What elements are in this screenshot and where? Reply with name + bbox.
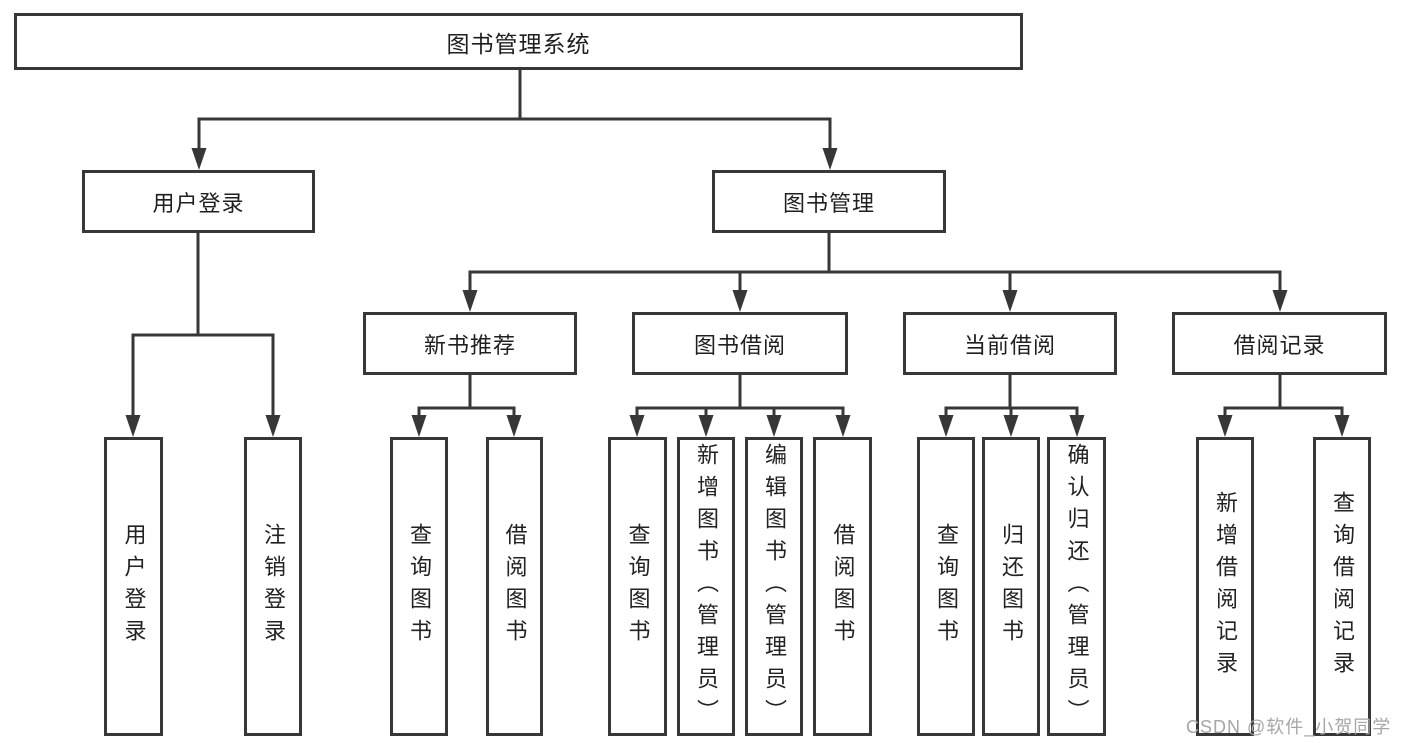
node-label: 图书管理 xyxy=(782,190,875,216)
leaf-label: 查询借阅记录 xyxy=(1330,490,1355,683)
node-label: 当前借阅 xyxy=(963,332,1056,358)
node-label: 图书管理系统 xyxy=(446,30,591,57)
leaf-query-books: 查询图书 xyxy=(608,437,667,736)
leaf-query-books: 查询图书 xyxy=(917,437,975,736)
leaf-label: 查询图书 xyxy=(625,522,651,651)
leaf-label: 确认归还（管理员） xyxy=(1064,442,1090,731)
leaf-label: 新增借阅记录 xyxy=(1213,490,1238,683)
leaf-label: 借阅图书 xyxy=(502,522,528,651)
node-library-management-system: 图书管理系统 xyxy=(14,13,1023,70)
leaf-label: 编辑图书（管理员） xyxy=(762,442,787,731)
node-current-borrow: 当前借阅 xyxy=(903,312,1117,375)
node-label: 用户登录 xyxy=(152,190,245,216)
leaf-add-borrow-record: 新增借阅记录 xyxy=(1196,437,1254,736)
leaf-label: 用户登录 xyxy=(121,522,147,651)
leaf-label: 注销登录 xyxy=(261,522,286,651)
node-new-book-recommend: 新书推荐 xyxy=(363,312,577,375)
leaf-edit-books-admin: 编辑图书（管理员） xyxy=(745,437,803,736)
leaf-label: 归还图书 xyxy=(999,522,1024,651)
leaf-add-books-admin: 新增图书（管理员） xyxy=(677,437,735,736)
leaf-borrow-books: 借阅图书 xyxy=(813,437,872,736)
node-user-login: 用户登录 xyxy=(82,170,315,233)
leaf-label: 查询图书 xyxy=(934,522,959,651)
leaf-logout: 注销登录 xyxy=(244,437,302,736)
leaf-borrow-books: 借阅图书 xyxy=(486,437,543,736)
node-label: 借阅记录 xyxy=(1233,332,1326,358)
node-book-borrow: 图书借阅 xyxy=(632,312,848,375)
leaf-label: 查询图书 xyxy=(407,522,432,651)
leaf-label: 新增图书（管理员） xyxy=(694,442,719,731)
node-book-management: 图书管理 xyxy=(712,170,946,233)
leaf-query-books: 查询图书 xyxy=(390,437,448,736)
leaf-confirm-return-admin: 确认归还（管理员） xyxy=(1047,437,1106,736)
leaf-user-login: 用户登录 xyxy=(104,437,163,736)
leaf-return-books: 归还图书 xyxy=(982,437,1040,736)
node-borrow-records: 借阅记录 xyxy=(1172,312,1387,375)
csdn-watermark: CSDN @软件_小贺同学 xyxy=(1186,717,1392,737)
trunk-segments xyxy=(131,68,1344,410)
node-label: 新书推荐 xyxy=(423,332,516,358)
node-label: 图书借阅 xyxy=(693,332,786,358)
leaf-query-borrow-record: 查询借阅记录 xyxy=(1313,437,1371,736)
leaf-label: 借阅图书 xyxy=(830,522,856,651)
